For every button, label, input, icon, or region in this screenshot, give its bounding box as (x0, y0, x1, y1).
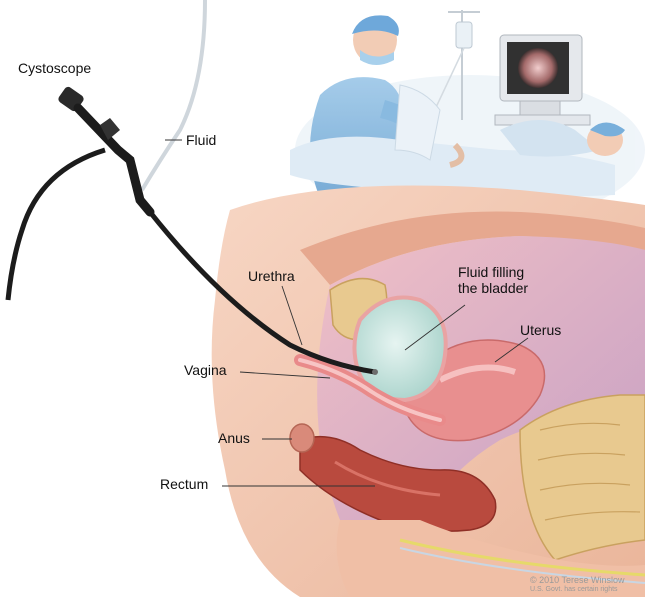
label-fluid-filling-bladder: Fluid filling the bladder (458, 264, 528, 296)
fluid-tube (142, 0, 205, 190)
label-uterus: Uterus (520, 322, 561, 338)
label-urethra: Urethra (248, 268, 295, 284)
credit-line-2: U.S. Govt. has certain rights (530, 586, 618, 593)
label-anus: Anus (218, 430, 250, 446)
label-fluid: Fluid (186, 132, 216, 148)
label-cystoscope: Cystoscope (18, 60, 91, 76)
label-vagina: Vagina (184, 362, 227, 378)
credit-line-1: © 2010 Terese Winslow (530, 575, 625, 585)
label-rectum: Rectum (160, 476, 208, 492)
body-cross-section (212, 186, 645, 597)
